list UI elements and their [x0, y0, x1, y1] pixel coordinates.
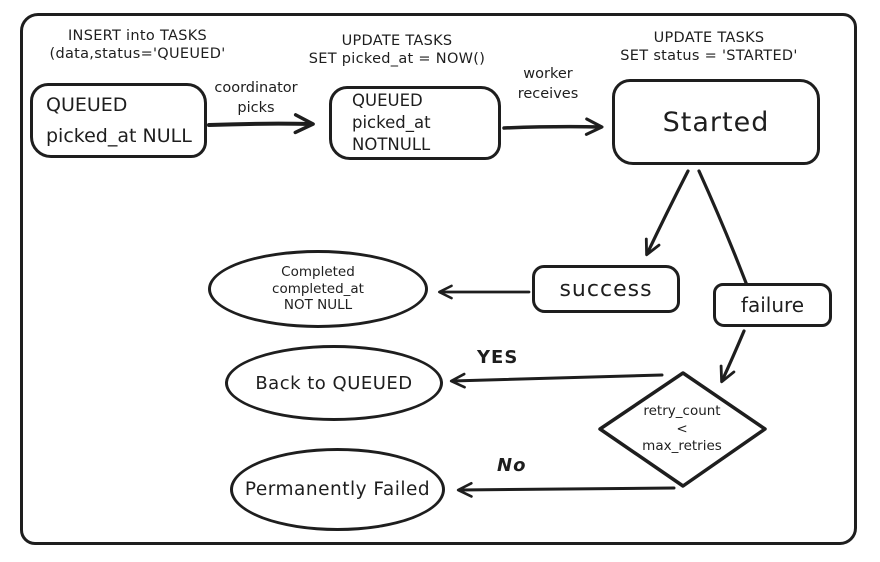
annotation-line: INSERT into TASKS — [67, 28, 208, 44]
annotation-line: SET picked_at = NOW() — [308, 51, 486, 68]
node-text-line: picked_at NULL — [46, 124, 192, 147]
node-queued-picked-at-notnull: QUEUED picked_at NOTNULL — [329, 86, 501, 160]
diagram-frame — [20, 13, 857, 545]
node-text-line: success — [559, 276, 653, 302]
node-text-line: < — [676, 420, 688, 437]
node-started: Started — [612, 79, 820, 165]
node-retry-decision: retry_count < max_retries — [622, 403, 742, 456]
node-back-to-queued: Back to QUEUED — [225, 345, 443, 421]
node-text-line: Permanently Failed — [244, 479, 431, 500]
node-permanently-failed: Permanently Failed — [230, 448, 445, 531]
annotation-update-picked-at: UPDATE TASKS SET picked_at = NOW() — [303, 32, 491, 68]
node-text-line: max_retries — [642, 438, 722, 455]
node-text-line: QUEUED — [352, 91, 423, 111]
node-text-line: completed_at — [272, 280, 364, 297]
node-text-line: Started — [662, 106, 770, 138]
node-text-line: retry_count — [643, 403, 721, 419]
annotation-line: SET status = 'STARTED' — [620, 48, 798, 65]
edge-label-line: worker — [523, 66, 573, 82]
annotation-insert-into-tasks: INSERT into TASKS (data,status='QUEUED' — [30, 27, 245, 63]
edge-label-yes: YES — [477, 347, 519, 368]
node-completed: Completed completed_at NOT NULL — [208, 250, 428, 328]
node-success: success — [532, 265, 680, 313]
annotation-line: UPDATE TASKS — [653, 30, 765, 46]
node-text-line: NOT NULL — [283, 297, 353, 314]
node-text-line: failure — [740, 293, 805, 317]
node-text-line: Back to QUEUED — [255, 372, 413, 394]
node-text-line: NOTNULL — [352, 134, 431, 154]
annotation-line: UPDATE TASKS — [341, 33, 453, 49]
annotation-line: (data,status='QUEUED' — [49, 46, 226, 63]
node-queued-picked-at-null: QUEUED picked_at NULL — [30, 83, 207, 158]
edge-label-line: coordinator — [214, 80, 298, 96]
edge-label-no: No — [497, 455, 527, 476]
node-failure: failure — [713, 283, 832, 327]
edge-label-line: picks — [237, 99, 275, 116]
edge-label-line: receives — [517, 85, 579, 102]
edge-label-worker-receives: worker receives — [503, 65, 593, 104]
node-text-line: Completed — [281, 263, 355, 280]
node-text-line: QUEUED — [46, 94, 128, 117]
edge-label-coordinator-picks: coordinator picks — [205, 79, 307, 118]
node-text-line: picked_at — [352, 113, 431, 133]
annotation-update-status: UPDATE TASKS SET status = 'STARTED' — [608, 29, 810, 65]
